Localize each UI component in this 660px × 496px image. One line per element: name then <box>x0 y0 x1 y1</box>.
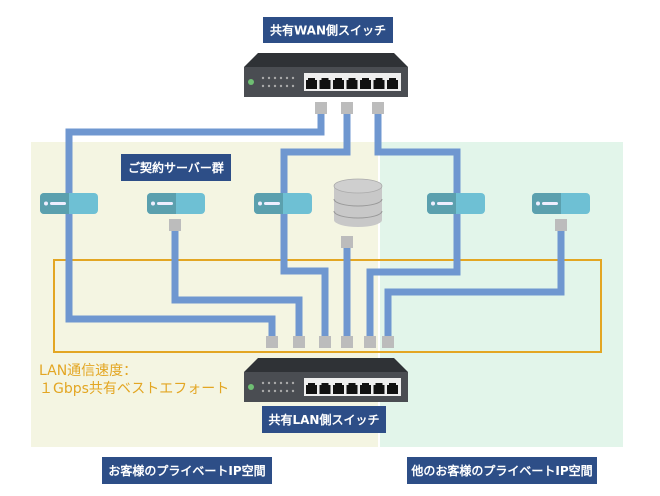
lan-port-connector <box>341 336 353 348</box>
wan-switch-label-text: 共有WAN側スイッチ <box>270 23 386 38</box>
device-connector <box>555 219 567 231</box>
lan-cable <box>171 225 303 340</box>
ethernet-port-icon <box>319 78 331 89</box>
ethernet-port-icon <box>360 78 371 89</box>
shared-lan-frame <box>53 259 602 353</box>
servers <box>40 193 590 214</box>
server-group-label: ご契約サーバー群 <box>121 154 231 181</box>
server-icon <box>532 193 590 214</box>
server-icon <box>254 193 312 214</box>
ethernet-port-icon <box>346 383 358 394</box>
lan-switch-icon <box>244 358 408 402</box>
device-connector <box>169 219 181 231</box>
lan-cable <box>65 112 325 340</box>
lan-port-connector <box>319 336 331 348</box>
connectors <box>169 102 567 348</box>
wan-port-connector <box>315 102 327 114</box>
lan-cable <box>384 225 565 340</box>
ethernet-port-icon <box>319 383 331 394</box>
ethernet-port-icon <box>333 78 344 89</box>
ethernet-port-icon <box>333 383 344 394</box>
wan-switch-label: 共有WAN側スイッチ <box>263 17 393 43</box>
lan-port-connector <box>266 336 278 348</box>
lan-port-connector <box>364 336 376 348</box>
lan-switch-label-text: 共有LAN側スイッチ <box>269 412 380 427</box>
device-connector <box>341 236 353 248</box>
wan-switch-icon <box>244 53 408 97</box>
ethernet-port-icon <box>373 383 385 394</box>
lan-port-connector <box>293 336 305 348</box>
wan-port-connector <box>341 102 353 114</box>
ethernet-port-icon <box>387 383 398 394</box>
wan-port-connector <box>372 102 384 114</box>
lan-port-connector <box>382 336 394 348</box>
server-icon <box>147 193 205 214</box>
ethernet-port-icon <box>306 78 317 89</box>
own-space-label: お客様のプライベートIP空間 <box>102 457 272 484</box>
server-icon <box>40 193 98 214</box>
lan-speed-value: １Gbps共有ベストエフォート <box>39 381 229 397</box>
ethernet-port-icon <box>360 383 371 394</box>
server-icon <box>427 193 485 214</box>
lan-switch-label: 共有LAN側スイッチ <box>262 406 386 433</box>
lan-speed-label: LAN通信速度： <box>39 363 137 379</box>
ethernet-port-icon <box>346 78 358 89</box>
ethernet-port-icon <box>387 78 398 89</box>
other-space-label: 他のお客様のプライベートIP空間 <box>407 457 597 484</box>
own-space-label-text: お客様のプライベートIP空間 <box>108 463 265 478</box>
ethernet-port-icon <box>306 383 317 394</box>
database-icon <box>333 178 383 227</box>
server-group-label-text: ご契約サーバー群 <box>128 160 224 175</box>
other-space-label-text: 他のお客様のプライベートIP空間 <box>410 463 592 478</box>
ethernet-port-icon <box>373 78 385 89</box>
